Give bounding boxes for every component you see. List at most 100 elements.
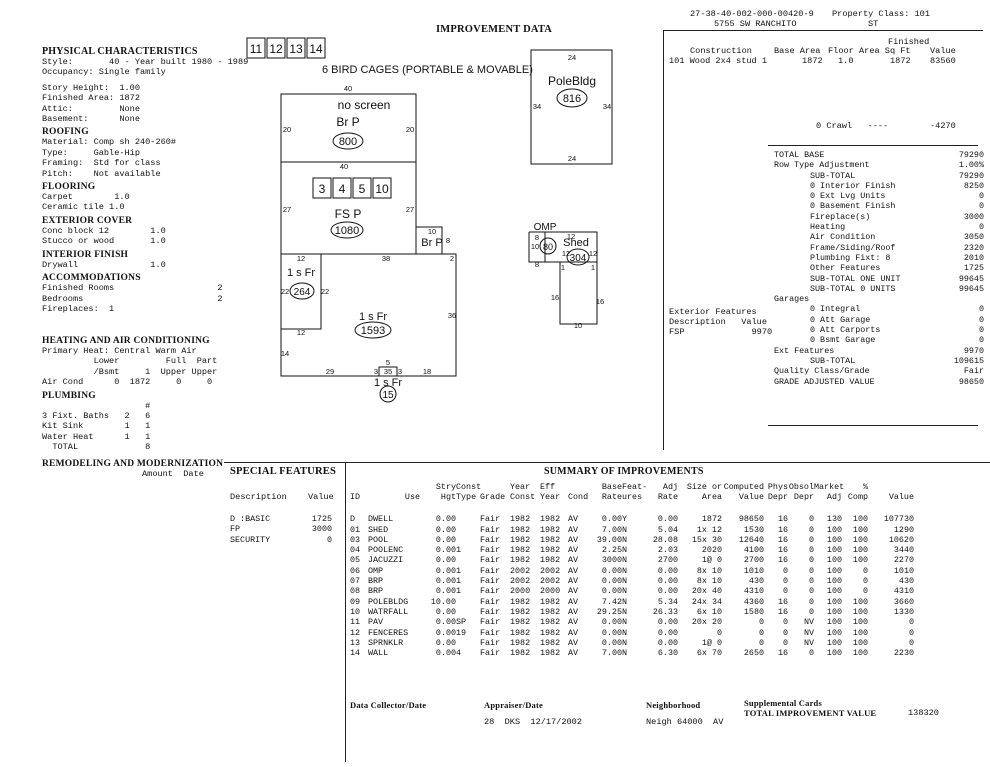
summary-cell: 0.00 — [435, 545, 456, 556]
dim-label: 12 — [297, 328, 305, 337]
summary-header-cell: Phys — [767, 482, 788, 492]
construction-row: 1872 — [802, 56, 823, 66]
summary-cell: Fair — [480, 606, 501, 617]
totals-cell: 1.00% — [958, 160, 984, 171]
summary-cell: 0 — [808, 648, 814, 659]
summary-cell: 0.00 — [435, 565, 456, 576]
summary-cell: WALL — [368, 648, 389, 659]
summary-header-cell: Eff — [540, 482, 556, 492]
summary-cell: Fair — [480, 514, 501, 525]
summary-cell: 2000 — [540, 586, 561, 597]
summary-cell: 0.00 — [657, 514, 678, 525]
summary-cell: 0 — [808, 545, 814, 556]
totals-cell — [774, 212, 810, 222]
summary-cell: N — [622, 576, 628, 587]
summary-cell: 0 — [808, 524, 814, 535]
dim-label: 10 — [428, 227, 436, 236]
summary-header-cell — [368, 482, 420, 492]
totals-cell: 1725 — [963, 263, 984, 274]
brp-label: Br P — [336, 115, 359, 129]
totals-cell: 109615 — [953, 355, 984, 366]
summary-cell: 100 — [852, 637, 868, 648]
totals-cell: Heating — [810, 222, 846, 233]
summary-cell: 6x 10 — [696, 606, 722, 617]
shed-label: Shed — [563, 237, 589, 249]
summary-cell: D — [350, 514, 356, 525]
summary-cell: AV — [568, 524, 579, 535]
summary-cell: 6x 70 — [696, 648, 722, 659]
summary-cell: 16 — [777, 648, 788, 659]
summary-cell: 0 — [782, 617, 788, 628]
summary-cell: 11 — [350, 617, 361, 628]
summary-cell: 1982 — [510, 555, 531, 566]
summary-cell: 100 — [826, 627, 842, 638]
summary-cell: 0 — [808, 514, 814, 525]
summary-cell: 0 — [862, 576, 868, 587]
heating-line: Primary Heat: Central Warm Air — [42, 346, 197, 356]
cage-box-label: 12 — [269, 42, 283, 56]
no-screen-label: no screen — [338, 98, 391, 112]
cage-box-label: 13 — [289, 42, 303, 56]
accommodations-line: Fireplaces: 1 — [42, 303, 115, 314]
roofing-line: Pitch: Not available — [42, 168, 161, 179]
summary-cell — [456, 597, 480, 607]
dim-label: 10 — [574, 321, 582, 330]
fsp-area: 1080 — [335, 225, 359, 237]
summary-cell: 8x 10 — [696, 565, 722, 576]
summary-header-cell: Area — [701, 492, 722, 503]
dim-label: 36 — [448, 311, 456, 320]
summary-cell: 20x 40 — [691, 586, 722, 597]
summary-cell: N — [622, 534, 628, 545]
summary-header-cell: Value — [738, 492, 764, 503]
totals-cell: Garages — [774, 294, 810, 305]
summary-cell: 16 — [777, 514, 788, 525]
fsp-label: FS P — [335, 207, 362, 221]
pole-label: PoleBldg — [548, 74, 596, 88]
summary-header-cell — [568, 482, 592, 492]
dim-label: 12 — [567, 232, 575, 241]
summary-cell: 100 — [826, 534, 842, 545]
summary-cell: 1982 — [510, 545, 531, 556]
summary-cell: 0 — [808, 534, 814, 545]
totals-cell: Ext Features — [774, 345, 835, 356]
summary-header-cell: Adj — [662, 482, 678, 492]
summary-cell: OMP — [368, 565, 384, 576]
summary-cell: 0 — [808, 555, 814, 566]
summary-header-cell: Use — [404, 492, 420, 503]
summary-cell: 0.00 — [657, 565, 678, 576]
roofing-line: Material: Comp sh 240-260# — [42, 137, 177, 148]
summary-cell: 08 — [350, 586, 361, 597]
totals-cell: 0 Bsmt Garage — [810, 335, 876, 346]
summary-cell: 1982 — [540, 555, 561, 566]
totals-cell: 0 — [978, 191, 984, 202]
dim-label: 20 — [283, 125, 291, 134]
summary-cell: AV — [568, 606, 579, 617]
dim-label: 34 — [533, 102, 541, 111]
pole-area: 816 — [563, 93, 581, 105]
totals-cell: 9970 — [963, 345, 984, 356]
summary-cell: 4310 — [893, 586, 914, 597]
summary-cell: 1982 — [510, 606, 531, 617]
summary-cell: 100 — [852, 617, 868, 628]
special-cell: 0 — [326, 534, 332, 545]
summary-cell: 1872 — [701, 514, 722, 525]
summary-cell: Fair — [480, 596, 501, 607]
summary-cell: 0.00 — [601, 617, 622, 628]
summary-cell: 0 — [782, 637, 788, 648]
summary-cell: N — [622, 606, 628, 617]
physical-line: Story Height: 1.00 — [42, 82, 140, 93]
summary-cell: 0 — [862, 565, 868, 576]
summary-cell: 130 — [826, 514, 842, 525]
summary-cell: 39.00 — [596, 534, 622, 545]
summary-cell: 7.00 — [601, 524, 622, 535]
heating-line: Lower Full Part — [42, 356, 218, 367]
summary-cell: AV — [568, 627, 579, 638]
